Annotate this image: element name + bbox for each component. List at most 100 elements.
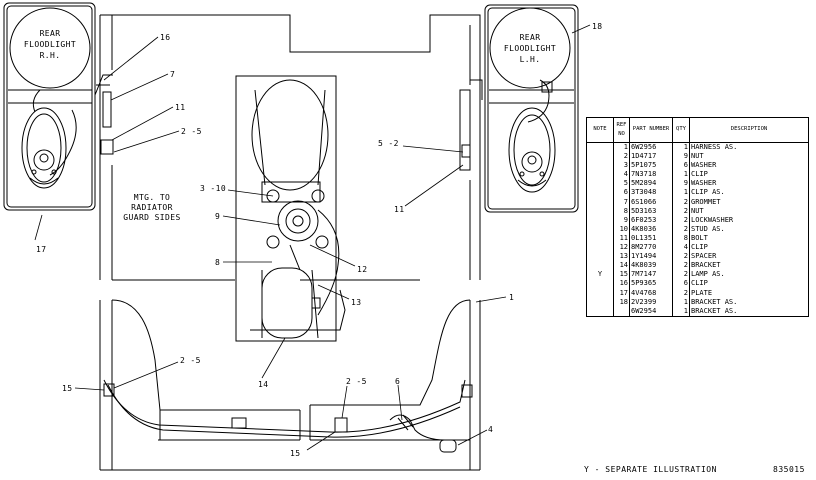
cell-note xyxy=(586,170,614,180)
cell-part: 5M2894 xyxy=(629,179,673,189)
cell-part: 7N3718 xyxy=(629,170,673,180)
cell-note xyxy=(586,206,614,216)
cell-note xyxy=(586,188,614,198)
cell-desc: CLIP xyxy=(689,279,809,289)
cell-part: 7M7147 xyxy=(629,270,673,280)
cell-desc: NUT xyxy=(689,152,809,162)
cell-note xyxy=(586,142,614,153)
cell-desc: LAMP AS. xyxy=(689,270,809,280)
cell-ref: 1 xyxy=(613,142,630,153)
cell-desc: HARNESS AS. xyxy=(689,142,809,153)
callout-5-2: 5 -2 xyxy=(378,139,399,148)
cell-desc: NUT xyxy=(689,206,809,216)
cell-note xyxy=(586,161,614,171)
cell-note: Y xyxy=(586,270,614,280)
cell-ref: 16 xyxy=(613,279,630,289)
parts-table-header: NOTE REF NO PART NUMBER QTY DESCRIPTION xyxy=(586,117,809,143)
svg-text:GUARD SIDES: GUARD SIDES xyxy=(123,213,180,222)
cell-desc: CLIP xyxy=(689,243,809,253)
callout-11-left: 11 xyxy=(175,103,185,112)
cell-qty: 1 xyxy=(672,170,690,180)
svg-text:R.H.: R.H. xyxy=(40,51,61,60)
cell-note xyxy=(586,297,614,307)
cell-qty: 6 xyxy=(672,161,690,171)
callout-11-right: 11 xyxy=(394,205,404,214)
cell-note xyxy=(586,152,614,162)
cell-ref: 15 xyxy=(613,270,630,280)
header-ref: REF NO xyxy=(613,117,630,143)
callout-7: 7 xyxy=(170,70,175,79)
header-note: NOTE xyxy=(586,117,614,143)
cell-desc: WASHER xyxy=(689,179,809,189)
cell-ref: 17 xyxy=(613,288,630,298)
callout-2-5-left: 2 -5 xyxy=(181,127,202,136)
cell-desc: CLIP AS. xyxy=(689,188,809,198)
callout-15-bottom: 15 xyxy=(290,449,300,458)
label-rear-floodlight-lh: REAR FLOODLIGHT L.H. xyxy=(504,33,556,64)
cell-qty: 2 xyxy=(672,215,690,225)
cell-note xyxy=(586,261,614,271)
callouts: 16 7 11 2 -5 17 18 5 -2 11 3 -10 9 8 12 … xyxy=(36,22,602,458)
cell-qty: 1 xyxy=(672,297,690,307)
parts-table-grid: NOTE REF NO PART NUMBER QTY DESCRIPTION … xyxy=(586,117,809,317)
svg-text:L.H.: L.H. xyxy=(520,55,541,64)
cell-qty: 2 xyxy=(672,288,690,298)
cell-ref: 3 xyxy=(613,161,630,171)
cell-desc: GROMMET xyxy=(689,197,809,207)
cell-part: 8M2770 xyxy=(629,243,673,253)
harness-bottom xyxy=(103,383,473,453)
cell-note xyxy=(586,224,614,234)
cell-part: 6S1066 xyxy=(629,197,673,207)
cell-qty: 1 xyxy=(672,306,690,317)
cell-ref: 18 xyxy=(613,297,630,307)
cell-ref: 7 xyxy=(613,197,630,207)
cell-qty: 2 xyxy=(672,206,690,216)
cell-part: 4K8036 xyxy=(629,224,673,234)
callout-2-5-bottom: 2 -5 xyxy=(346,377,367,386)
rear-floodlight-rh xyxy=(3,2,96,211)
svg-text:RADIATOR: RADIATOR xyxy=(131,203,173,212)
cell-ref: 12 xyxy=(613,243,630,253)
cell-ref: 14 xyxy=(613,261,630,271)
cell-note xyxy=(586,215,614,225)
callout-3-10: 3 -10 xyxy=(200,184,226,193)
cell-part: 5D3163 xyxy=(629,206,673,216)
cell-ref: 2 xyxy=(613,152,630,162)
callout-1: 1 xyxy=(509,293,514,302)
header-part-number: PART NUMBER xyxy=(629,117,673,143)
callout-14: 14 xyxy=(258,380,268,389)
cell-desc: BOLT xyxy=(689,233,809,244)
cell-ref: 4 xyxy=(613,170,630,180)
cell-note xyxy=(586,233,614,244)
cell-ref: 6 xyxy=(613,188,630,198)
cell-ref: 5 xyxy=(613,179,630,189)
cell-part: 6W2954 xyxy=(629,306,673,317)
cell-ref: 8 xyxy=(613,206,630,216)
cell-desc: CLIP xyxy=(689,170,809,180)
leader-lines xyxy=(34,24,591,451)
cell-ref: 10 xyxy=(613,224,630,234)
cell-part: 6F0253 xyxy=(629,215,673,225)
cell-qty: 2 xyxy=(672,224,690,234)
cell-ref: 9 xyxy=(613,215,630,225)
frame-outline xyxy=(99,14,481,471)
cell-qty: 2 xyxy=(672,252,690,262)
center-lamp-assembly xyxy=(235,75,346,342)
cell-note xyxy=(586,179,614,189)
callout-8: 8 xyxy=(215,258,220,267)
svg-text:FLOODLIGHT: FLOODLIGHT xyxy=(24,40,76,49)
cell-part: 2V2399 xyxy=(629,297,673,307)
cell-desc: BRACKET AS. xyxy=(689,306,809,317)
